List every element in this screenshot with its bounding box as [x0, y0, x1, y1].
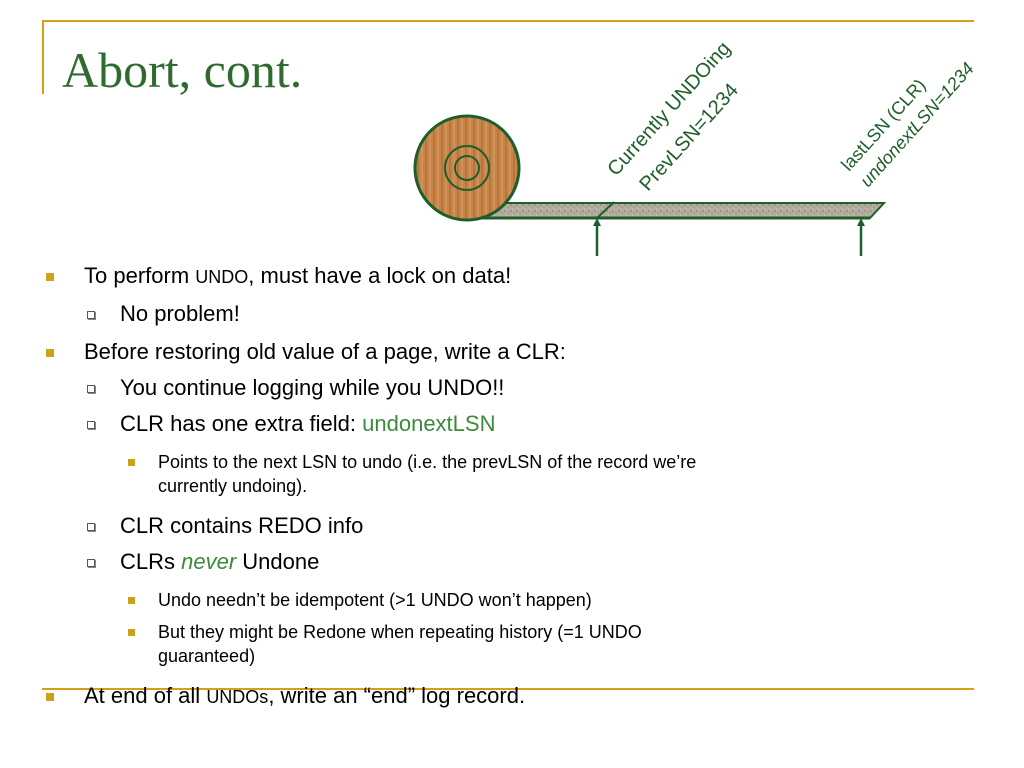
bullet-marker — [128, 597, 135, 604]
bullet-end-record: At end of all UNDOs, write an “end” log … — [46, 682, 525, 711]
bullet-write-clr: Before restoring old value of a page, wr… — [46, 338, 566, 366]
frame-bottom-rule — [42, 688, 974, 690]
frame-left-rule — [42, 20, 44, 94]
marker-current-tick — [596, 201, 615, 219]
marker-current-arrowhead — [593, 218, 601, 226]
bullet-marker — [128, 629, 135, 636]
log-roll-ring-outer — [444, 145, 490, 191]
log-roll — [413, 114, 521, 222]
bullet-marker — [46, 273, 54, 281]
bullet-marker — [87, 523, 95, 531]
bullet-no-problem: No problem! — [87, 300, 240, 328]
bullet-never-undone: CLRs never Undone — [87, 548, 319, 576]
bullet-continue-logging: You continue logging while you UNDO!! — [87, 374, 504, 402]
bullet-marker — [87, 311, 95, 319]
bullet-redo-info: CLR contains REDO info — [87, 512, 363, 540]
bullet-redone-history: But they might be Redone when repeating … — [128, 620, 642, 668]
bullet-marker — [46, 693, 54, 701]
bullet-marker — [87, 559, 95, 567]
log-roll-ring-inner — [454, 155, 480, 181]
undonextlsn-term: undonextLSN — [362, 411, 496, 436]
marker-last-arrowhead — [857, 218, 865, 226]
bullet-marker — [87, 421, 95, 429]
bullet-points-next-lsn: Points to the next LSN to undo (i.e. the… — [128, 450, 696, 498]
page-title: Abort, cont. — [62, 42, 303, 98]
bullet-marker — [128, 459, 135, 466]
log-roll-illustration: Currently UNDOing PrevLSN=1234 lastLSN (… — [413, 38, 978, 256]
frame-top-rule — [42, 20, 974, 22]
bullet-extra-field: CLR has one extra field: undonextLSN — [87, 410, 496, 438]
bullet-lock-data: To perform UNDO, must have a lock on dat… — [46, 262, 511, 291]
bullet-marker — [87, 385, 95, 393]
never-term: never — [181, 549, 237, 574]
bullet-idempotent: Undo needn’t be idempotent (>1 UNDO won’… — [128, 588, 592, 612]
log-tape — [467, 202, 887, 219]
bullet-marker — [46, 349, 54, 357]
